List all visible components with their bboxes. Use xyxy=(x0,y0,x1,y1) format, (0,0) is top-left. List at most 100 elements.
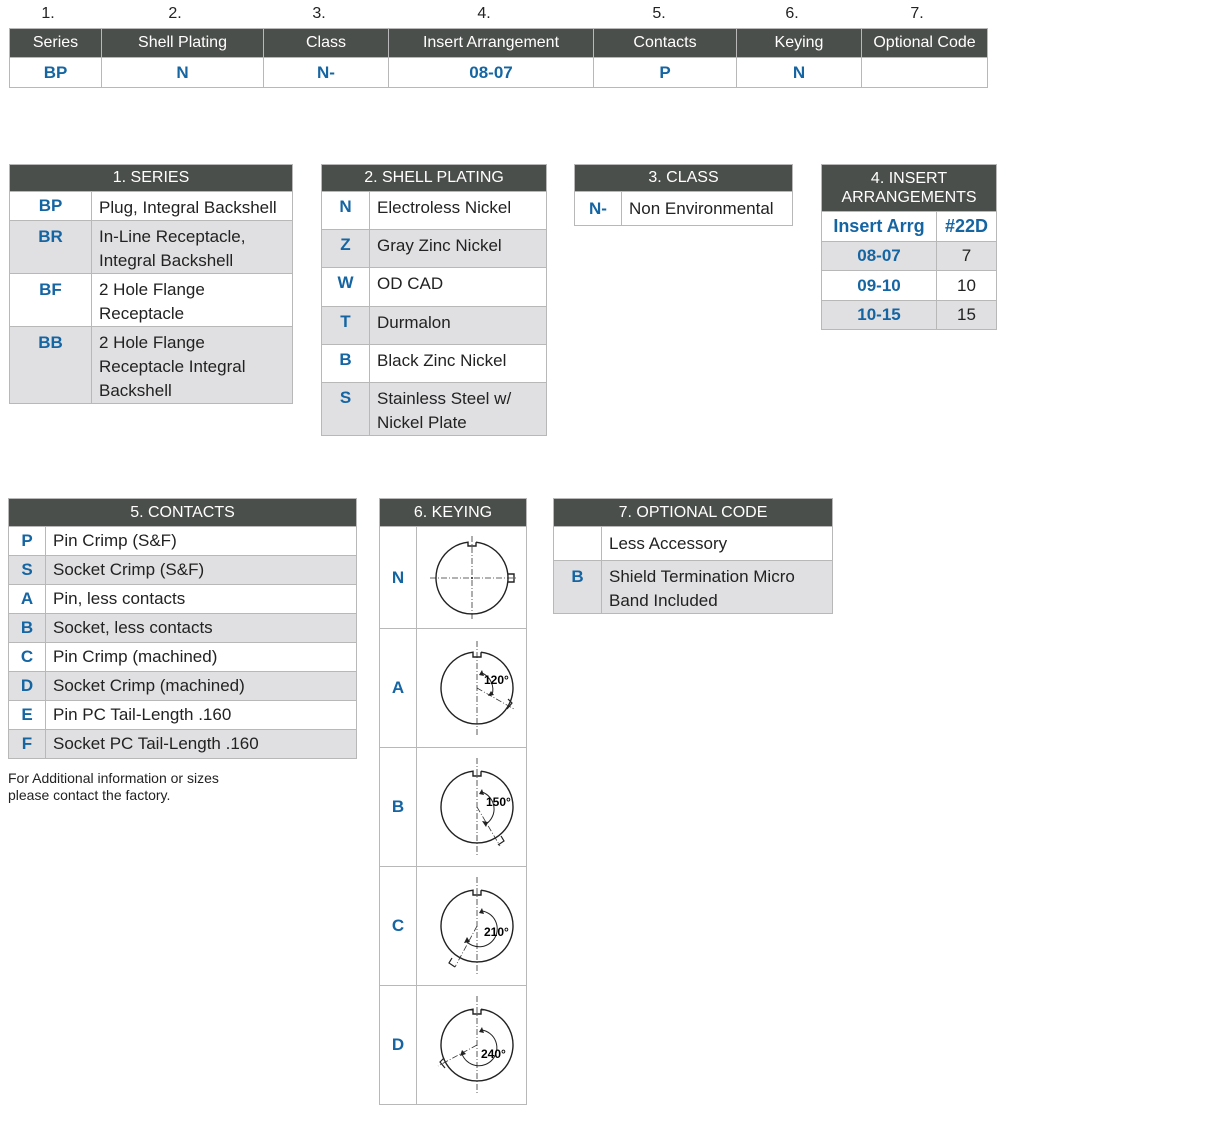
keying-code: N xyxy=(379,526,417,629)
value-contacts: P xyxy=(593,57,737,88)
keying-diagram-a: 120° xyxy=(416,628,527,748)
series-code: BP xyxy=(9,191,92,221)
contacts-code: S xyxy=(8,555,46,585)
class-title: 3. CLASS xyxy=(573,164,794,192)
keying-diagram-c: 210° xyxy=(416,866,527,986)
shell-plating-desc: Gray Zinc Nickel xyxy=(368,229,548,268)
shell-plating-desc: OD CAD xyxy=(368,267,548,307)
optional-code-desc: Shield Termination Micro Band Included xyxy=(601,560,833,614)
step-number-1: 1. xyxy=(41,5,55,22)
contacts-desc: Socket Crimp (S&F) xyxy=(44,555,358,585)
shell-plating-code: W xyxy=(321,267,370,307)
series-desc: 2 Hole Flange Receptacle Integral Backsh… xyxy=(90,326,294,404)
step-number-4: 4. xyxy=(477,5,491,22)
table-row: W OD CAD xyxy=(321,267,548,307)
shell-plating-table: 2. SHELL PLATING N Electroless Nickel Z … xyxy=(320,164,548,436)
step-number-6: 6. xyxy=(785,5,799,22)
header-keying: Keying xyxy=(736,28,862,58)
series-title: 1. SERIES xyxy=(8,164,294,192)
shell-plating-code: N xyxy=(321,191,370,230)
keying-n-icon xyxy=(429,535,516,620)
shell-plating-desc: Electroless Nickel xyxy=(368,191,548,230)
step-number-2: 2. xyxy=(168,5,182,22)
contact-count-value: 10 xyxy=(935,270,998,301)
header-series: Series xyxy=(9,28,102,58)
value-class: N- xyxy=(263,57,389,88)
header-class: Class xyxy=(263,28,389,58)
value-keying: N xyxy=(736,57,862,88)
keying-code: A xyxy=(379,628,417,748)
table-row: C 210° xyxy=(379,866,527,986)
table-row: BB 2 Hole Flange Receptacle Integral Bac… xyxy=(9,326,294,404)
contacts-desc: Socket Crimp (machined) xyxy=(44,671,358,701)
contacts-desc: Pin, less contacts xyxy=(44,584,358,614)
keying-angle-label: 150° xyxy=(486,795,511,809)
table-row: N- Non Environmental xyxy=(574,191,794,226)
optional-code-title: 7. OPTIONAL CODE xyxy=(553,498,833,527)
header-optional-code: Optional Code xyxy=(861,28,988,58)
table-row: 08-07 7 xyxy=(821,241,998,271)
insert-arrg-column-header: Insert Arrg xyxy=(821,211,937,242)
keying-title: 6. KEYING xyxy=(379,498,527,527)
series-desc: Plug, Integral Backshell xyxy=(90,191,294,221)
table-row: A 120° xyxy=(379,628,527,748)
contact-count-value: 15 xyxy=(935,300,998,330)
shell-plating-title: 2. SHELL PLATING xyxy=(320,164,548,192)
keying-code: D xyxy=(379,985,417,1105)
table-row: D 240° xyxy=(379,985,527,1105)
value-shell-plating: N xyxy=(101,57,264,88)
table-row: Insert Arrg #22D xyxy=(821,211,998,242)
optional-code-table: 7. OPTIONAL CODE Less Accessory B Shield… xyxy=(553,498,833,614)
keying-diagram-b: 150° xyxy=(416,747,527,867)
table-row: Less Accessory xyxy=(553,526,833,561)
class-desc: Non Environmental xyxy=(620,191,794,226)
table-row: B 150° xyxy=(379,747,527,867)
step-number-7: 7. xyxy=(910,5,924,22)
keying-a-icon: 120° xyxy=(439,641,514,735)
contacts-code: P xyxy=(8,526,46,556)
step-number-3: 3. xyxy=(312,5,326,22)
keying-angle-label: 240° xyxy=(481,1047,506,1061)
table-row: BR In-Line Receptacle, Integral Backshel… xyxy=(9,220,294,274)
part-number-table: Series Shell Plating Class Insert Arrang… xyxy=(9,28,988,88)
shell-plating-code: B xyxy=(321,344,370,383)
table-row: 09-10 10 xyxy=(821,270,998,301)
series-code: BB xyxy=(9,326,92,404)
table-row: BP Plug, Integral Backshell xyxy=(9,191,294,221)
contacts-code: E xyxy=(8,700,46,730)
table-row: 10-15 15 xyxy=(821,300,998,330)
contacts-code: F xyxy=(8,729,46,759)
contacts-code: D xyxy=(8,671,46,701)
shell-plating-desc: Black Zinc Nickel xyxy=(368,344,548,383)
contact-count-column-header: #22D xyxy=(935,211,998,242)
shell-plating-code: S xyxy=(321,382,370,436)
keying-b-icon: 150° xyxy=(439,758,514,856)
contacts-code: B xyxy=(8,613,46,643)
insert-arrangements-title: 4. INSERT ARRANGEMENTS xyxy=(820,164,998,212)
header-insert-arrangement: Insert Arrangement xyxy=(388,28,594,58)
header-contacts: Contacts xyxy=(593,28,737,58)
header-shell-plating: Shell Plating xyxy=(101,28,264,58)
optional-code-code xyxy=(553,526,602,561)
series-code: BF xyxy=(9,273,92,327)
keying-c-icon: 210° xyxy=(439,877,514,975)
contacts-desc: Pin Crimp (machined) xyxy=(44,642,358,672)
shell-plating-desc: Stainless Steel w/ Nickel Plate xyxy=(368,382,548,436)
table-row: Z Gray Zinc Nickel xyxy=(321,229,548,268)
class-code: N- xyxy=(574,191,622,226)
table-row: BF 2 Hole Flange Receptacle xyxy=(9,273,294,327)
shell-plating-code: T xyxy=(321,306,370,345)
series-desc: 2 Hole Flange Receptacle xyxy=(90,273,294,327)
keying-diagram-d: 240° xyxy=(416,985,527,1105)
table-row: S Stainless Steel w/ Nickel Plate xyxy=(321,382,548,436)
table-row: T Durmalon xyxy=(321,306,548,345)
